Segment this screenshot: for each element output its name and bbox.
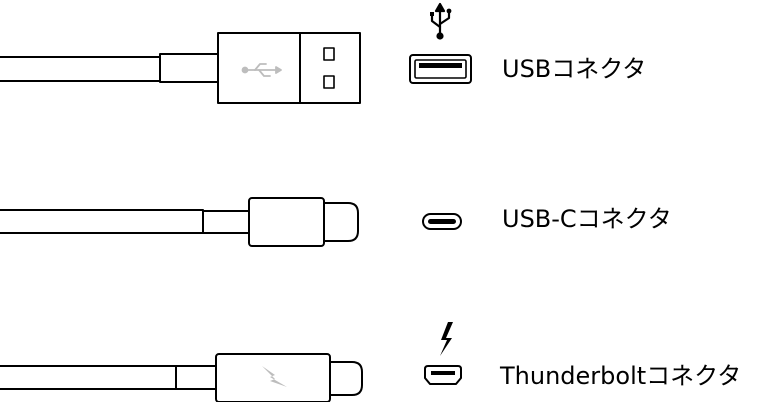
usb-c-connector-label: USB-Cコネクタ: [502, 205, 672, 233]
thunderbolt-port-icon: [424, 365, 462, 385]
usb-c-port-icon: [422, 213, 462, 230]
usb-cable-illustration: [0, 32, 361, 104]
thunderbolt-bolt-icon: [440, 322, 453, 356]
usb-c-cable-illustration: [0, 197, 359, 247]
usb-logo-gray-icon: [241, 63, 282, 77]
usb-connector-label: USBコネクタ: [502, 55, 646, 83]
thunderbolt-cable-illustration: [0, 353, 363, 402]
usb-trident-icon: [430, 2, 452, 40]
usb-port-icon: [409, 54, 472, 84]
thunderbolt-connector-label: Thunderboltコネクタ: [499, 362, 741, 390]
thunderbolt-logo-gray-icon: [262, 366, 287, 387]
